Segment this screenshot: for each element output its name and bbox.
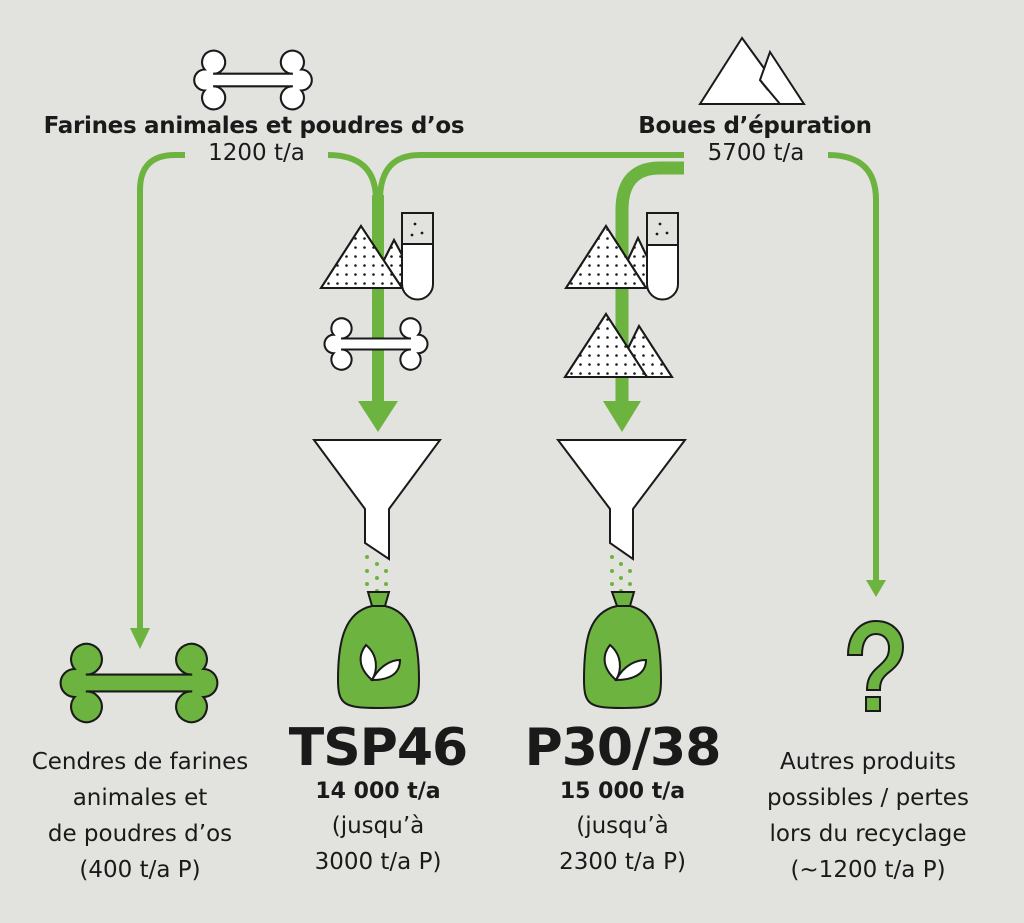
granules: [365, 555, 632, 593]
arrow-autres-icon: [866, 580, 886, 597]
fertilizer-bag-icon: [336, 591, 421, 710]
output-cendres: Cendres de farines animales et de poudre…: [0, 744, 280, 888]
flow-lines: [137, 152, 879, 628]
output-cendres-line: Cendres de farines: [31, 749, 249, 775]
source-amount-farines: 1200 t/a: [208, 140, 305, 166]
funnel-icon: [555, 439, 688, 561]
output-autres-line: Autres produits: [780, 749, 956, 775]
output-autres: Autres produits possibles / pertes lors …: [748, 744, 988, 888]
test-tube-icon: [646, 212, 679, 301]
output-p3038: P30/38 15 000 t/a (jusqu’à 2300 t/a P): [510, 720, 735, 880]
source-title-boues: Boues d’épuration: [638, 113, 872, 139]
arrowheads: [130, 401, 886, 649]
product-name: TSP46: [288, 718, 468, 778]
output-cendres-line: (400 t/a P): [79, 857, 201, 883]
flow-farines-cendres: [137, 152, 185, 628]
output-cendres-line: animales et: [72, 785, 208, 811]
product-note: (jusqu’à: [576, 813, 669, 839]
product-amount: 14 000 t/a: [315, 779, 441, 804]
question-mark-icon: [846, 619, 905, 712]
output-autres-line: (~1200 t/a P): [790, 857, 946, 883]
product-amount: 15 000 t/a: [559, 779, 686, 804]
product-note: (jusqu’à: [331, 813, 425, 839]
output-cendres-line: de poudres d’os: [47, 821, 233, 847]
fertilizer-bag-icon: [582, 591, 663, 710]
source-amount-boues: 5700 t/a: [707, 140, 805, 166]
arrow-p30-icon: [603, 401, 641, 432]
product-note: 3000 t/a P): [314, 849, 442, 875]
mountain-icon: [698, 36, 806, 105]
product-name: P30/38: [524, 718, 722, 778]
green-bone-icon: [59, 642, 219, 724]
flow-boues-p30: [615, 161, 684, 410]
output-tsp46: TSP46 14 000 t/a (jusqu’à 3000 t/a P): [268, 720, 488, 880]
arrow-tsp-icon: [358, 401, 398, 432]
arrow-cendres-icon: [130, 628, 150, 649]
mineral-pile-icon: [563, 312, 674, 378]
bone-icon: [193, 49, 313, 111]
source-title-farines: Farines animales et poudres d’os: [43, 113, 465, 139]
flow-boues-autres: [827, 152, 879, 582]
funnel-icon: [312, 439, 442, 561]
output-autres-line: lors du recyclage: [769, 821, 967, 847]
output-autres-line: possibles / pertes: [767, 785, 969, 811]
product-note: 2300 t/a P): [559, 849, 686, 875]
test-tube-icon: [401, 212, 434, 301]
